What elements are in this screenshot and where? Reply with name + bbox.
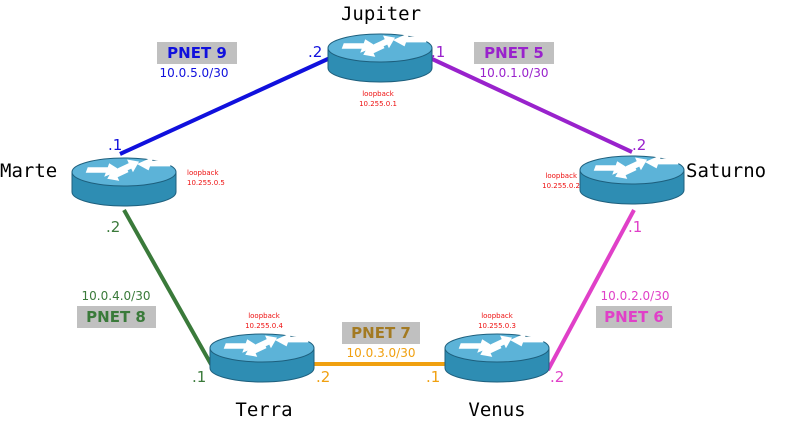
iface-saturno-to-venus: .1: [628, 218, 642, 236]
iface-marte-to-jupiter: .1: [108, 136, 122, 154]
router-marte-icon[interactable]: [71, 155, 177, 207]
iface-marte-to-terra: .2: [106, 218, 120, 236]
marte-loopback-ip: 10.255.0.5: [187, 179, 225, 187]
pnet7-subnet: 10.0.3.0/30: [347, 346, 416, 360]
iface-jupiter-to-saturno: .1: [431, 43, 445, 61]
pnet7-box: [342, 322, 420, 344]
router-saturno-icon[interactable]: [579, 153, 685, 205]
link-jupiter-marte: [119, 56, 331, 156]
router-marte-name: Marte: [0, 160, 57, 182]
pnet5-label: PNET 5: [484, 44, 544, 62]
saturno-loopback-label: loopback: [545, 172, 578, 180]
pnet8-box: [77, 306, 156, 328]
router-jupiter-icon[interactable]: [327, 31, 433, 83]
pnet9-subnet: 10.0.5.0/30: [160, 66, 229, 80]
router-jupiter-name: Jupiter: [341, 3, 421, 25]
link-jupiter-saturno: [429, 56, 633, 154]
iface-terra-to-venus: .2: [316, 368, 330, 386]
iface-saturno-to-jupiter: .2: [632, 136, 646, 154]
pnet5-subnet: 10.0.1.0/30: [480, 66, 549, 80]
pnet6-label: PNET 6: [604, 308, 664, 326]
pnet9-box: [157, 42, 237, 64]
pnet5-box: [474, 42, 554, 64]
router-venus-icon[interactable]: [444, 331, 550, 383]
marte-loopback-label: loopback: [187, 169, 220, 177]
pnet8-subnet: 10.0.4.0/30: [82, 289, 151, 303]
venus-loopback-label: loopback: [481, 312, 514, 320]
router-venus-name: Venus: [468, 399, 525, 421]
router-terra-name: Terra: [235, 399, 292, 421]
pnet6-box: [596, 306, 672, 328]
venus-loopback-ip: 10.255.0.3: [478, 322, 516, 330]
pnet6-subnet: 10.0.2.0/30: [601, 289, 670, 303]
jupiter-loopback-ip: 10.255.0.1: [359, 100, 397, 108]
router-terra-icon[interactable]: [209, 331, 315, 383]
pnet8-label: PNET 8: [86, 308, 146, 326]
terra-loopback-ip: 10.255.0.4: [245, 322, 283, 330]
link-terra-marte: [122, 209, 214, 367]
saturno-loopback-ip: 10.255.0.2: [542, 182, 580, 190]
iface-jupiter-to-marte: .2: [308, 43, 322, 61]
iface-terra-to-marte: .1: [192, 368, 206, 386]
iface-venus-to-terra: .1: [426, 368, 440, 386]
pnet7-label: PNET 7: [351, 324, 411, 342]
router-saturno-name: Saturno: [686, 160, 766, 182]
pnet9-label: PNET 9: [167, 44, 227, 62]
iface-venus-to-saturno: .2: [550, 368, 564, 386]
link-saturno-venus: [546, 209, 636, 371]
jupiter-loopback-label: loopback: [362, 90, 395, 98]
terra-loopback-label: loopback: [248, 312, 281, 320]
